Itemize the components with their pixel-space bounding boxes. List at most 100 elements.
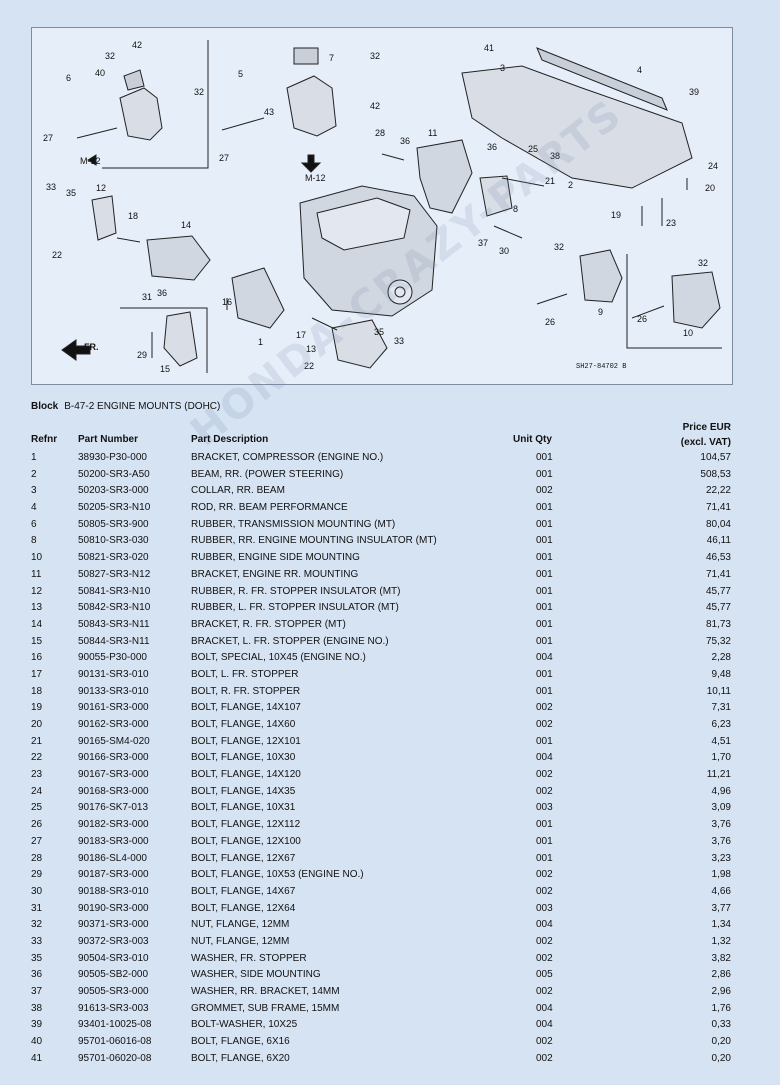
description-cell: BOLT, FLANGE, 14X67: [191, 885, 296, 897]
refnr-cell: 19: [31, 702, 43, 714]
part-number-cell: 90182-SR3-000: [78, 819, 149, 831]
price-cell: 3,77: [711, 902, 731, 914]
price-cell: 75,32: [705, 635, 731, 647]
description-cell: BRACKET, ENGINE RR. MOUNTING: [191, 568, 359, 580]
part-number-cell: 90161-SR3-000: [78, 702, 149, 714]
unit-qty-cell: 001: [536, 552, 553, 564]
unit-qty-cell: 004: [536, 652, 553, 664]
unit-qty-cell: 002: [536, 1036, 553, 1048]
refnr-cell: 12: [31, 585, 43, 597]
part-number-cell: 50200-SR3-A50: [78, 468, 150, 480]
price-cell: 2,28: [711, 652, 731, 664]
refnr-cell: 16: [31, 652, 43, 664]
svg-text:32: 32: [554, 242, 564, 252]
part-number-cell: 90165-SM4-020: [78, 735, 150, 747]
svg-text:6: 6: [66, 73, 71, 83]
price-cell: 2,96: [711, 986, 731, 997]
part-number-cell: 50821-SR3-020: [78, 552, 149, 564]
svg-text:26: 26: [637, 314, 647, 324]
svg-text:24: 24: [708, 161, 718, 171]
price-header: Price EUR (excl. VAT): [680, 422, 731, 448]
svg-text:40: 40: [95, 68, 105, 78]
unit-qty-cell: 002: [536, 952, 553, 964]
description-cell: BOLT, FLANGE, 14X107: [191, 702, 301, 714]
part-number-cell: 90167-SR3-000: [78, 769, 149, 781]
part-number-cell: 50841-SR3-N10: [78, 585, 151, 597]
refnr-cell: 26: [31, 819, 43, 831]
description-cell: BOLT, FLANGE, 12X101: [191, 735, 301, 747]
inset-box-bottom: [120, 307, 208, 373]
price-cell: 9,48: [711, 668, 731, 680]
refnr-cell: 30: [31, 885, 43, 897]
drawing-code: SH27-84702 B: [576, 363, 626, 371]
refnr-cell: 11: [31, 568, 42, 580]
description-cell: BEAM, RR. (POWER STEERING): [191, 468, 344, 480]
svg-text:7: 7: [329, 53, 334, 63]
part-number-cell: 90371-SR3-000: [78, 919, 149, 931]
description-cell: BOLT, FLANGE, 10X31: [191, 802, 296, 814]
svg-text:41: 41: [484, 43, 494, 53]
price-cell: 2,86: [711, 969, 731, 981]
unit-qty-cell: 002: [536, 1052, 553, 1064]
part-number-cell: 95701-06016-08: [78, 1036, 152, 1048]
svg-text:42: 42: [370, 101, 380, 111]
unit-qty-cell: 002: [536, 885, 553, 897]
part-number-cell: 90190-SR3-000: [78, 902, 149, 914]
refnr-cell: 28: [31, 852, 43, 864]
unit-qty-cell: 002: [536, 702, 553, 714]
part-number-cell: 90504-SR3-010: [78, 952, 149, 964]
svg-text:9: 9: [598, 307, 603, 317]
unit-qty-cell: 002: [536, 719, 553, 730]
unit-qty-cell: 001: [536, 568, 553, 580]
description-cell: BOLT-WASHER, 10X25: [191, 1019, 298, 1031]
svg-text:16: 16: [222, 297, 232, 307]
refnr-cell: 8: [31, 535, 37, 547]
part-number-cell: 90188-SR3-010: [78, 885, 149, 897]
part-number-cell: 95701-06020-08: [78, 1052, 152, 1064]
unit-qty-cell: 001: [536, 852, 553, 864]
refnr-cell: 2: [31, 468, 37, 480]
refnr-cell: 40: [31, 1036, 43, 1048]
svg-text:23: 23: [666, 218, 676, 228]
price-cell: 104,57: [700, 452, 731, 463]
part-number-cell: 90133-SR3-010: [78, 685, 149, 697]
part-number-cell: 90162-SR3-000: [78, 719, 149, 730]
refnr-cell: 13: [31, 602, 43, 614]
price-cell: 3,76: [711, 819, 731, 831]
unit-qty-cell: 002: [536, 935, 553, 947]
price-cell: 1,70: [711, 752, 731, 764]
description-cell: BOLT, FLANGE, 12X64: [191, 902, 296, 914]
svg-text:27: 27: [219, 153, 229, 163]
part-number-cell: 90183-SR3-000: [78, 835, 149, 847]
description-header: Part Description: [191, 434, 269, 445]
part-number-cell: 90187-SR3-000: [78, 869, 149, 881]
part-number-cell: 90176-SK7-013: [78, 802, 149, 814]
price-cell: 1,98: [711, 869, 731, 881]
svg-text:36: 36: [487, 142, 497, 152]
refnr-cell: 37: [31, 986, 43, 997]
svg-text:32: 32: [698, 258, 708, 268]
price-cell: 4,96: [711, 785, 731, 797]
refnr-cell: 6: [31, 518, 37, 530]
unit-qty-cell: 003: [536, 802, 553, 814]
refnr-cell: 17: [31, 668, 43, 680]
svg-text:30: 30: [499, 246, 509, 256]
price-cell: 4,66: [711, 885, 731, 897]
price-cell: 1,76: [711, 1002, 731, 1014]
description-cell: ROD, RR. BEAM PERFORMANCE: [191, 502, 348, 514]
svg-text:5: 5: [238, 69, 243, 79]
